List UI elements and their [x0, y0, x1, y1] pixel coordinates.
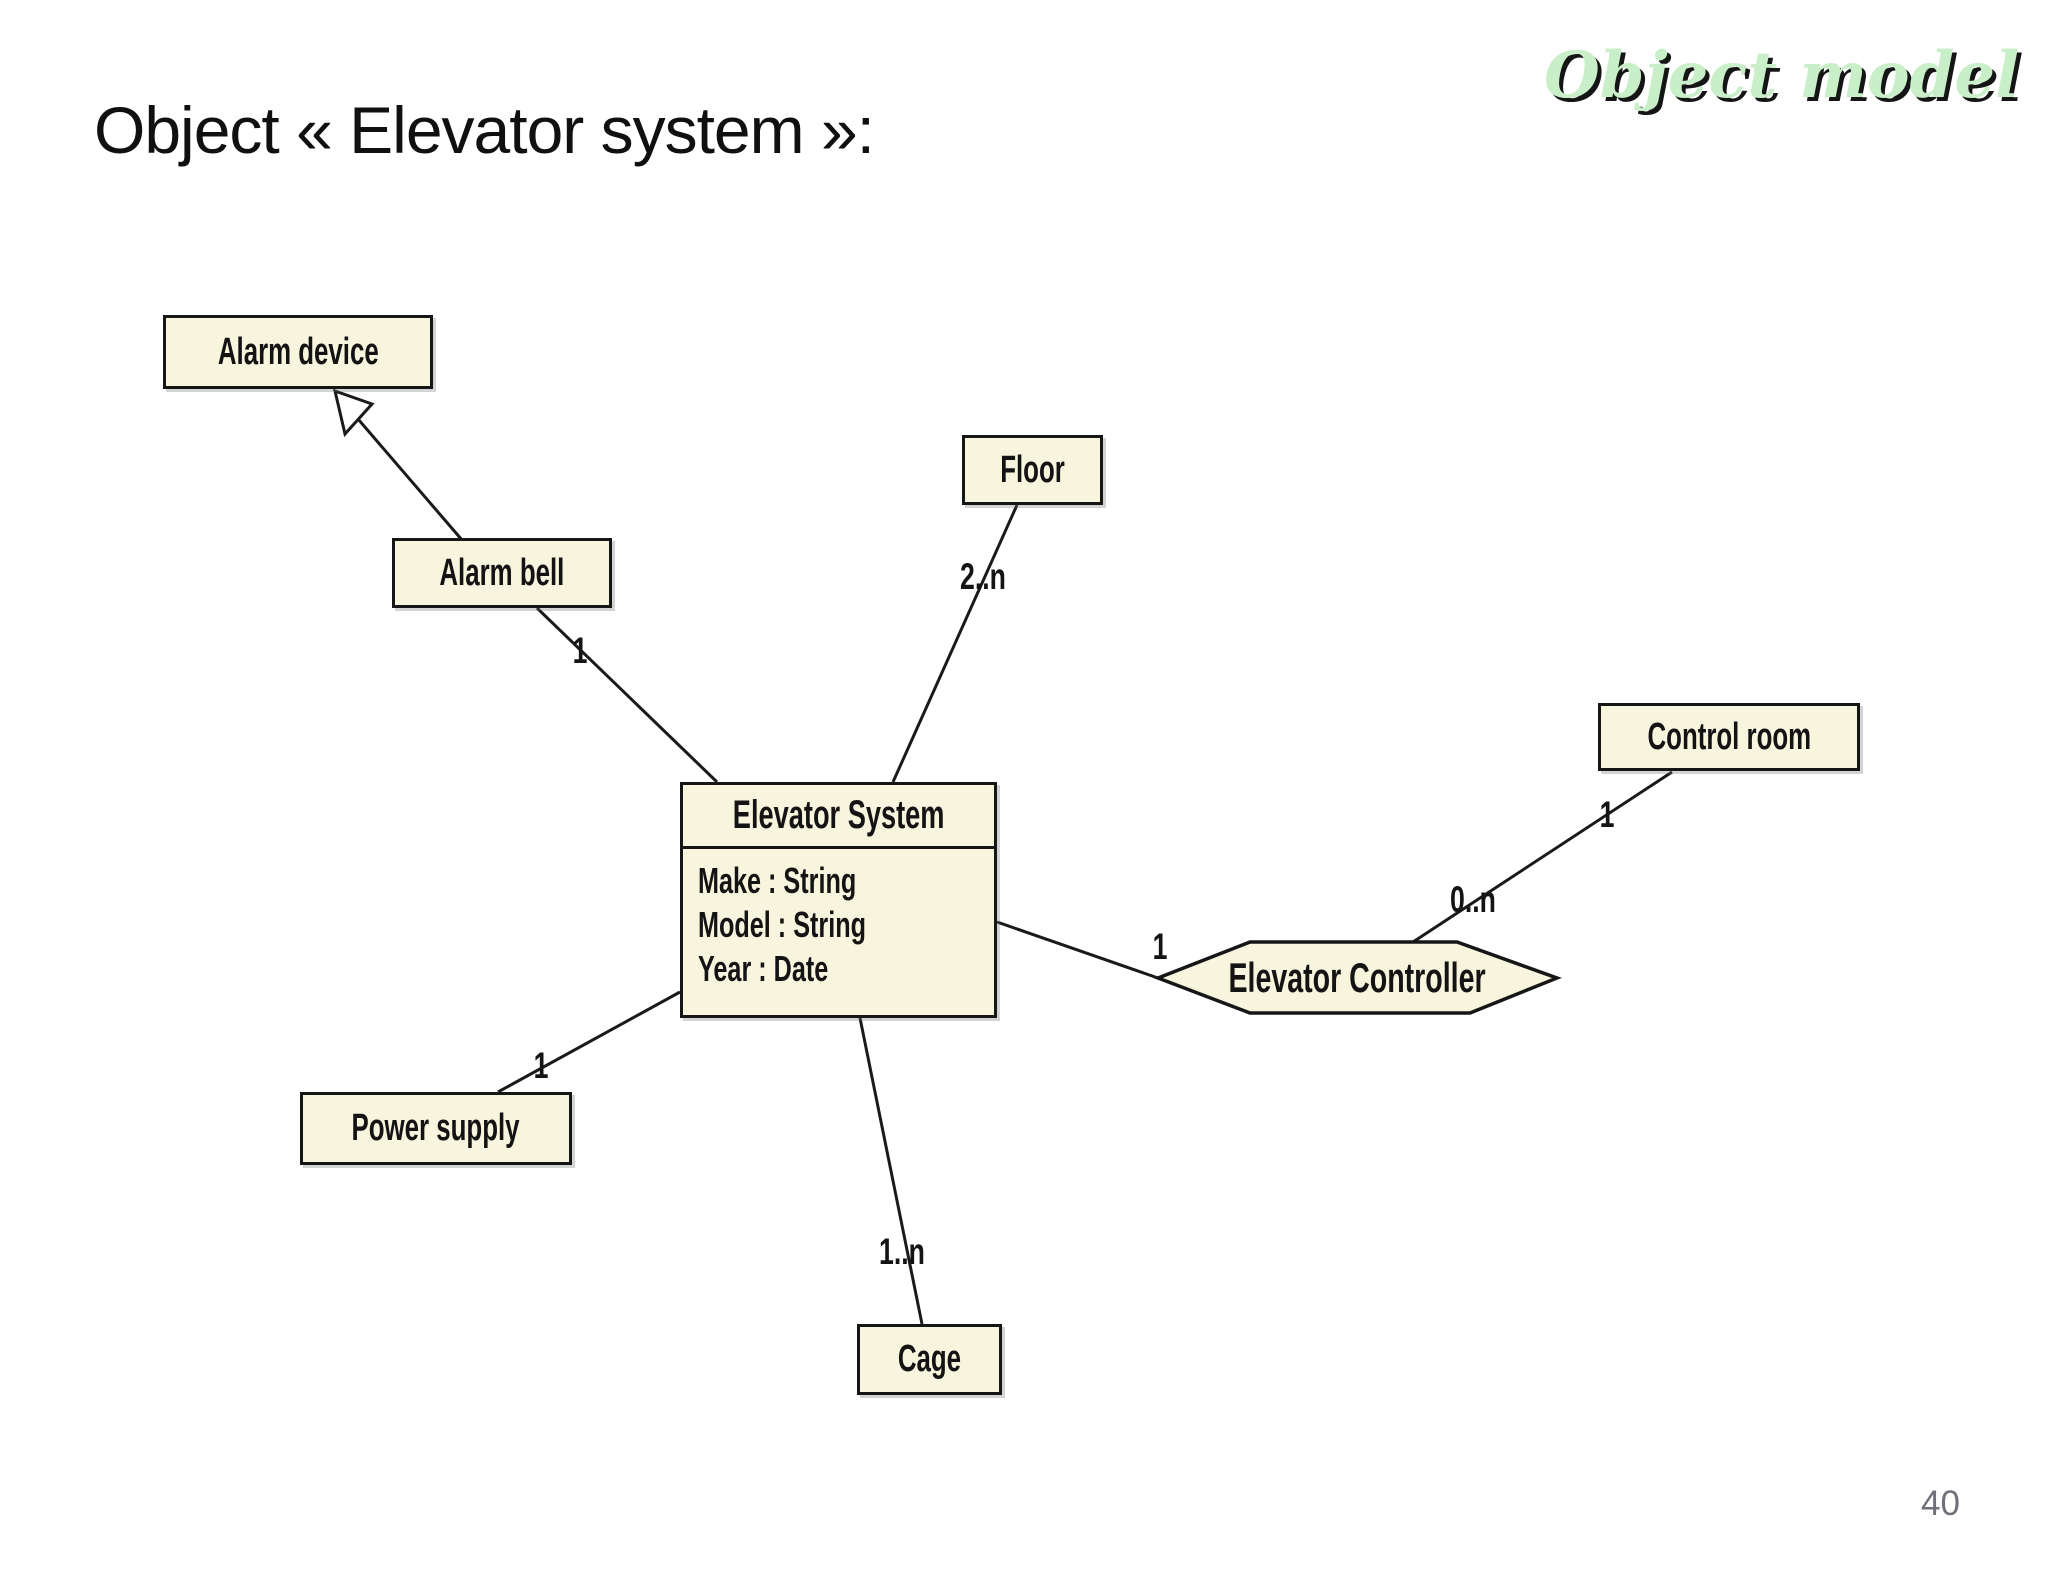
- class-attribute: Make : String: [698, 860, 857, 901]
- node-label: Alarm bell: [439, 551, 565, 594]
- class-attribute: Year : Date: [698, 948, 829, 989]
- edge-controller-control-room: [1412, 770, 1673, 944]
- edge-elevator-system-power-supply: [497, 990, 681, 1094]
- multiplicity-power-supply: 1: [533, 1045, 549, 1086]
- node-elevator-controller: Elevator Controller: [1228, 953, 1487, 1001]
- node-label: Cage: [897, 1338, 962, 1380]
- class-box-elevator-system: Elevator System Make : String Model : St…: [680, 782, 997, 1018]
- hexagon-elevator-controller: [1153, 940, 1562, 1015]
- class-attributes: Make : String Model : String Year : Date: [683, 849, 994, 991]
- node-label: Power supply: [351, 1107, 521, 1149]
- page-number: 40: [1921, 1484, 1960, 1523]
- multiplicity-controller-instances: 0..n: [1450, 879, 1496, 920]
- node-alarm-device: Alarm device: [163, 315, 433, 389]
- node-label: Control room: [1647, 715, 1811, 758]
- node-floor: Floor: [962, 435, 1103, 505]
- multiplicity-control-room: 1: [1599, 794, 1615, 835]
- edge-floor-elevator-system: [891, 504, 1019, 783]
- multiplicity-cage: 1..n: [879, 1231, 925, 1272]
- node-power-supply: Power supply: [300, 1092, 572, 1165]
- node-label: Floor: [1000, 448, 1065, 491]
- slide-corner-title: Object model: [1544, 38, 2020, 113]
- multiplicity-controller: 1: [1152, 926, 1168, 967]
- node-cage: Cage: [857, 1324, 1002, 1395]
- generalization-arrowhead-icon: [332, 388, 375, 438]
- node-control-room: Control room: [1598, 703, 1860, 771]
- multiplicity-alarm-bell: 1: [572, 630, 588, 671]
- edge-elevator-system-controller: [996, 920, 1159, 980]
- edge-elevator-system-cage: [858, 1017, 924, 1325]
- page-title: Object « Elevator system »:: [94, 93, 875, 167]
- node-label: Alarm device: [217, 330, 379, 373]
- multiplicity-floor: 2..n: [960, 556, 1006, 597]
- class-attribute: Model : String: [698, 904, 866, 945]
- node-alarm-bell: Alarm bell: [392, 538, 612, 608]
- edge-alarm-bell-alarm-device: [356, 418, 464, 541]
- class-title: Elevator System: [683, 785, 994, 849]
- edge-alarm-bell-elevator-system: [535, 606, 719, 784]
